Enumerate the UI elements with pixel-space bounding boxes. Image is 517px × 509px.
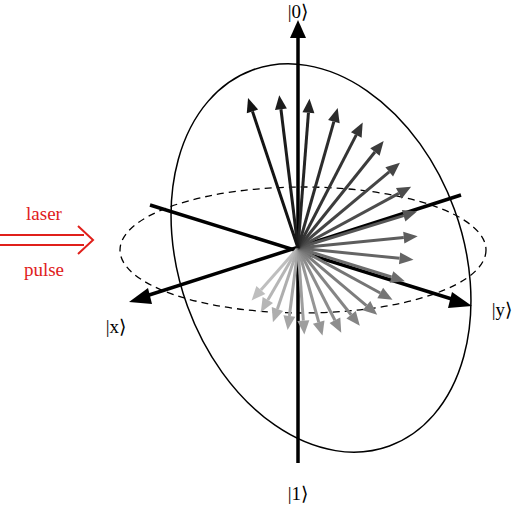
vector-arrowhead (346, 311, 359, 326)
vector-arrowhead (330, 318, 342, 333)
vector-arrowhead (351, 122, 363, 137)
axis-arrowhead (448, 292, 472, 308)
vector-arrowhead (261, 297, 273, 312)
vector-arrowhead (275, 95, 287, 110)
vector-arrowhead (370, 141, 383, 156)
axis-label: |y⟩ (492, 300, 513, 319)
vector-arrowhead (390, 271, 405, 282)
laser-arrow (0, 244, 84, 246)
rotation-circle (119, 21, 517, 494)
laser-arrow (78, 226, 93, 254)
state-vector (298, 172, 389, 248)
state-vector (298, 248, 351, 315)
vector-arrowhead (377, 288, 392, 300)
vector-arrowhead (272, 307, 283, 322)
axis-arrowhead (290, 20, 306, 38)
laser-label: pulse (24, 260, 64, 279)
state-vector (252, 111, 298, 248)
vector-arrowhead (396, 187, 411, 199)
vector-arrowhead (403, 232, 418, 244)
state-vector (298, 248, 400, 258)
state-vector (298, 152, 375, 248)
vector-arrowhead (283, 315, 295, 330)
vector-arrowhead (399, 252, 414, 264)
vector-arrowhead (302, 99, 314, 113)
laser-label: laser (26, 204, 62, 223)
vector-arrowhead (363, 301, 378, 315)
vector-arrowhead (328, 108, 340, 123)
laser-arrow (0, 234, 84, 236)
equator (120, 187, 486, 313)
vector-arrowhead (402, 210, 417, 221)
state-vector (298, 113, 308, 248)
axis-label: |x⟩ (106, 317, 127, 336)
vector-arrowhead (297, 320, 309, 334)
state-label: |0⟩ (288, 2, 309, 21)
state-vector (281, 109, 298, 248)
state-vector (298, 248, 366, 306)
vector-arrowhead (385, 163, 400, 177)
vector-arrowhead (247, 98, 258, 113)
axis-arrowhead (129, 288, 152, 304)
state-vector (289, 248, 298, 316)
vector-arrowhead (313, 320, 325, 335)
state-label: |1⟩ (288, 484, 309, 503)
